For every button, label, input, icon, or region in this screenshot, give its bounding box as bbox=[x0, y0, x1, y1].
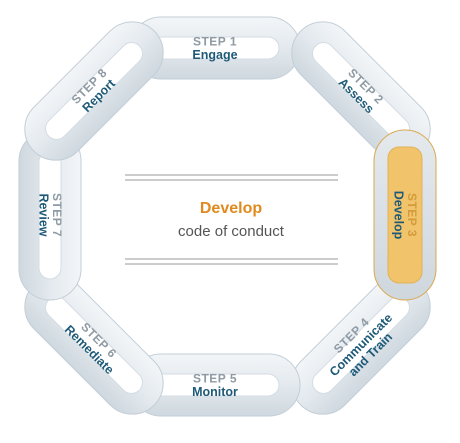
step-number-1: STEP 1 bbox=[193, 34, 237, 48]
chain-link-step-7[interactable] bbox=[18, 129, 82, 301]
chain-links bbox=[12, 9, 443, 427]
step-name-7: Review bbox=[36, 193, 50, 236]
link-inner-3 bbox=[387, 146, 423, 284]
chain-link-step-1[interactable] bbox=[129, 16, 301, 80]
center-title: Develop bbox=[200, 200, 262, 217]
chain-link-step-5[interactable] bbox=[129, 353, 301, 417]
chain-link-step-3[interactable] bbox=[373, 129, 437, 301]
chain-link-step-4[interactable] bbox=[279, 263, 443, 427]
step-number-7: STEP 7 bbox=[50, 193, 64, 237]
center-panel: Develop code of conduct bbox=[125, 174, 338, 265]
step-name-5: Monitor bbox=[192, 385, 238, 399]
step-name-1: Engage bbox=[192, 48, 237, 62]
center-subtitle: code of conduct bbox=[178, 223, 285, 240]
step-number-3: STEP 3 bbox=[405, 193, 419, 237]
chain-link-step-8[interactable] bbox=[12, 9, 176, 173]
link-inner-8 bbox=[45, 42, 143, 140]
step-number-5: STEP 5 bbox=[193, 371, 237, 385]
step-name-3: Develop bbox=[391, 191, 405, 240]
